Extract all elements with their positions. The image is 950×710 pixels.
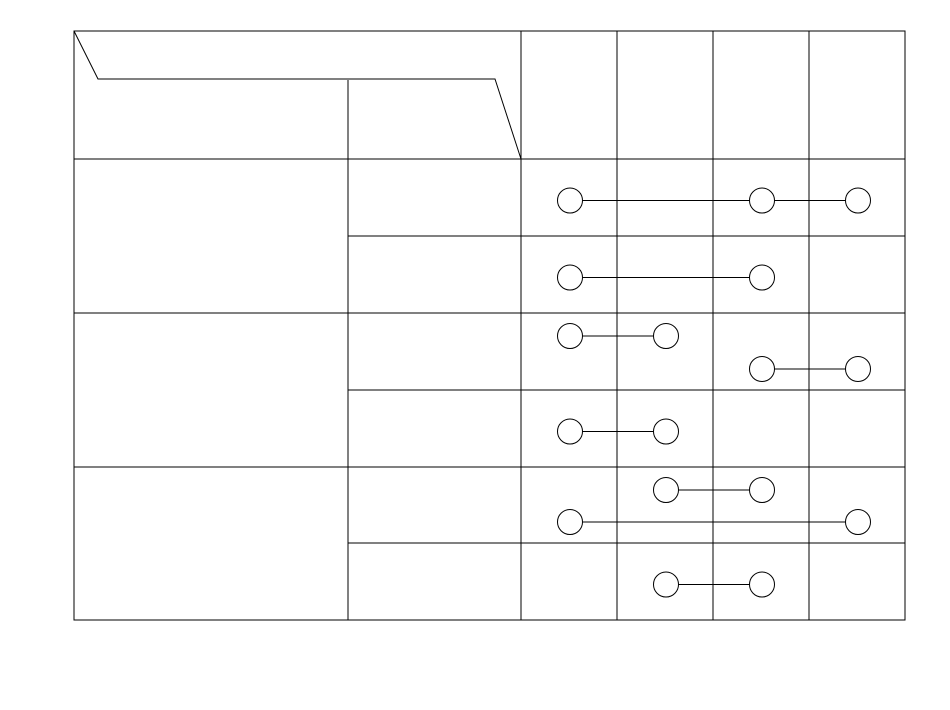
connection-node-r5-c1 <box>557 509 583 535</box>
connection-node-r2-c1 <box>557 264 583 291</box>
connection-node-r6-c3 <box>749 571 775 598</box>
connection-nodes <box>557 187 871 598</box>
connection-node-r4-c2 <box>653 418 679 445</box>
header-diagonal-split <box>73 30 522 160</box>
connection-node-r2-c3 <box>749 264 775 291</box>
connection-lines <box>582 200 846 585</box>
connection-node-r1-c3 <box>749 187 775 214</box>
connection-node-r3-c2 <box>653 323 679 349</box>
connection-node-r1-c4 <box>845 187 871 214</box>
connection-node-r5-c3 <box>749 477 775 503</box>
table-border <box>73 30 906 621</box>
connection-node-r6-c2 <box>653 571 679 598</box>
connection-node-r4-c1 <box>557 418 583 445</box>
connection-node-r1-c1 <box>557 187 583 214</box>
connection-node-r3-c4 <box>845 356 871 382</box>
connection-node-r3-c1 <box>557 323 583 349</box>
connection-node-r3-c3 <box>749 356 775 382</box>
connection-node-r5-c4 <box>845 509 871 535</box>
connection-node-r5-c2 <box>653 477 679 503</box>
